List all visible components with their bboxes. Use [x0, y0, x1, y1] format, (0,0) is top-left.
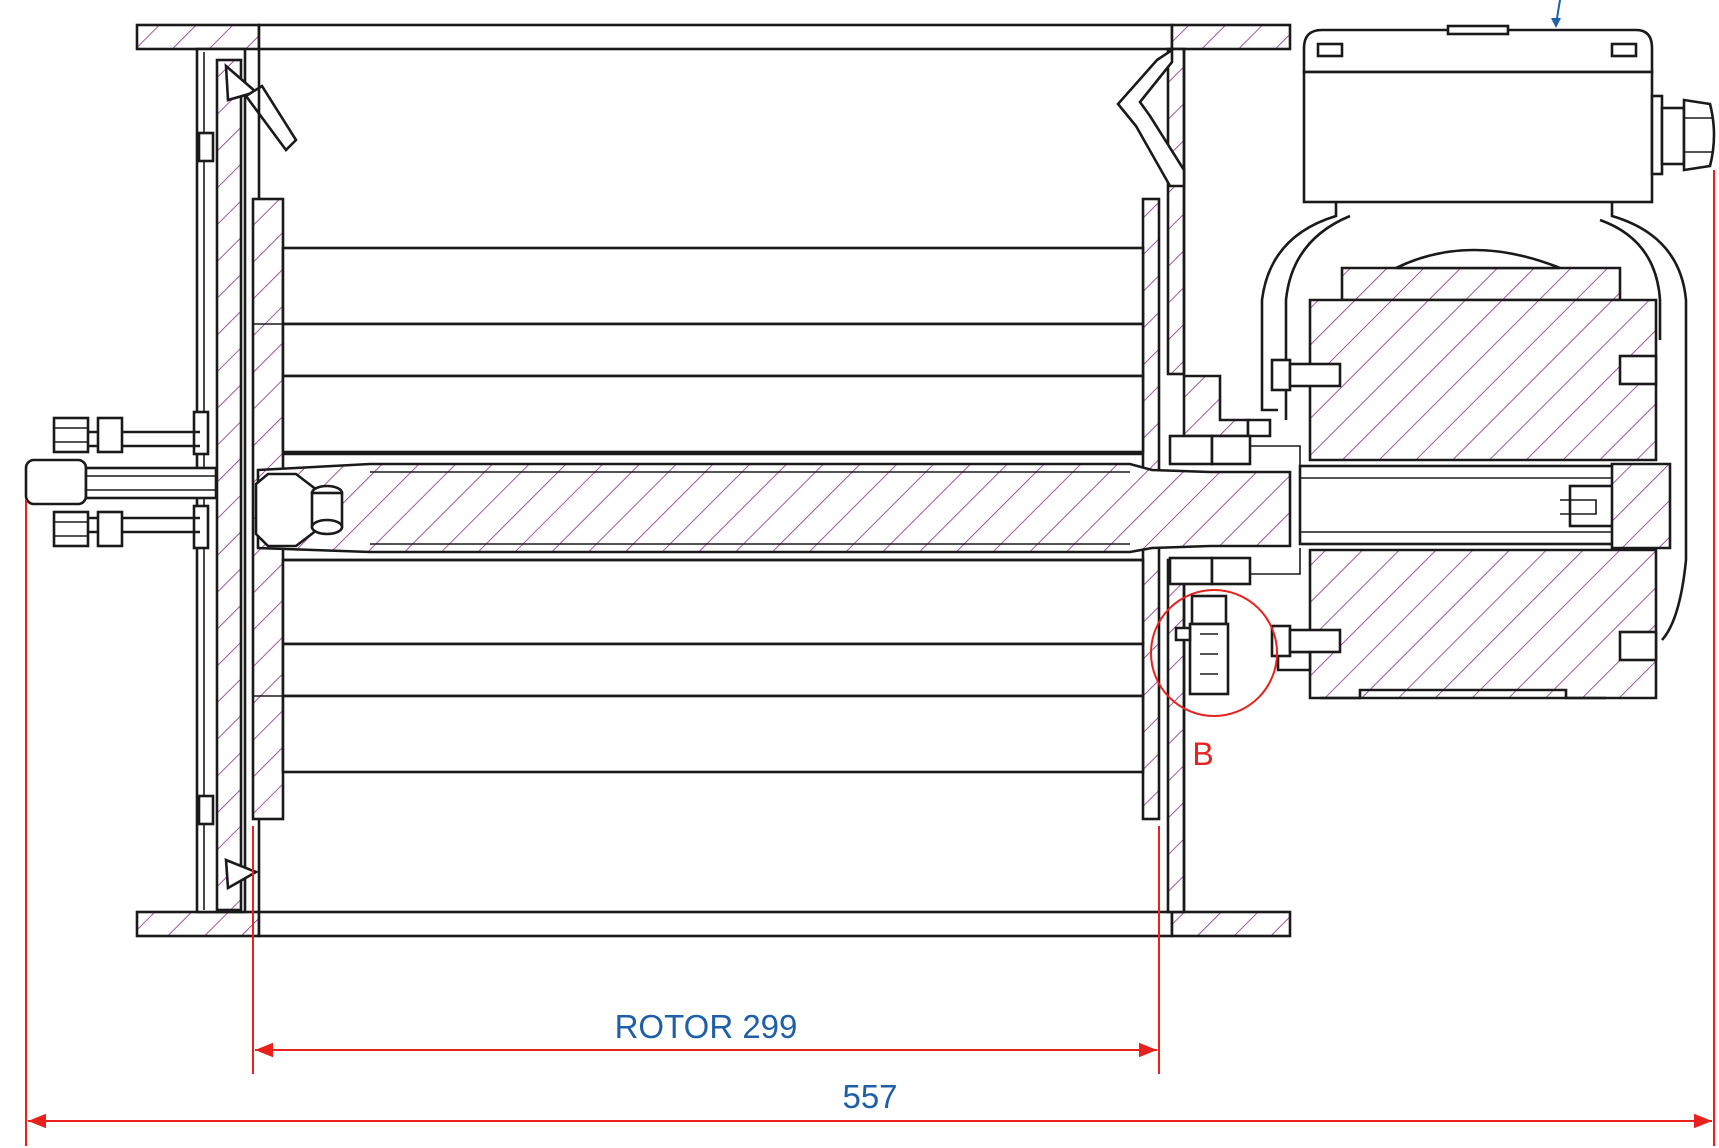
detail-b-callout: B — [1150, 589, 1278, 772]
shaft — [254, 462, 1292, 554]
terminal-box — [1302, 0, 1716, 204]
top-flange — [135, 23, 1292, 51]
detail-b-label: B — [1192, 736, 1213, 772]
left-end-cover — [192, 47, 298, 914]
bearing-housing — [1168, 374, 1301, 586]
rotor-dimension: ROTOR 299 — [252, 826, 1160, 1074]
rotor-dimension-label: ROTOR 299 — [615, 1008, 798, 1045]
overall-length-label: 557 — [842, 1078, 897, 1115]
left-bolt-assembly — [24, 416, 218, 548]
overall-length-dimension: 557 — [25, 170, 1715, 1146]
rotor — [251, 197, 1161, 821]
bottom-flange — [135, 910, 1292, 938]
motor-body — [1260, 202, 1688, 700]
